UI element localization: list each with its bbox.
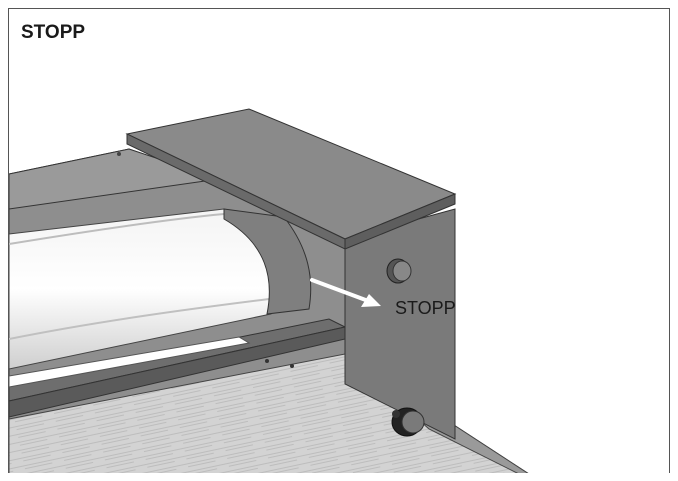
arrow-icon	[310, 278, 381, 307]
stop-callout-label: STOPP	[395, 298, 456, 318]
instruction-panel: STOPP	[8, 8, 670, 473]
page-title: STOPP	[21, 22, 86, 43]
machine-illustration	[9, 108, 529, 473]
